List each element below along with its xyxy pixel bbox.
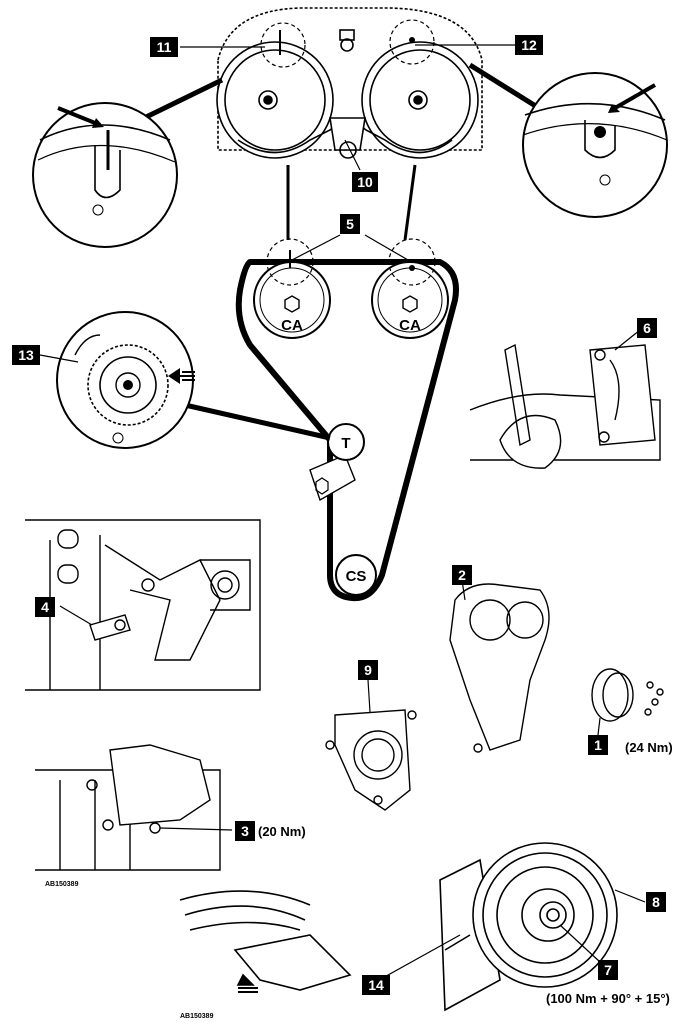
svg-text:14: 14 (368, 977, 384, 993)
timing-mark-circle-11 (260, 22, 306, 68)
callout-5: 5 (340, 214, 360, 234)
tensioner-label: T (341, 435, 350, 452)
timing-mark-circle-12 (389, 19, 435, 65)
torque-7: (100 Nm + 90° + 15°) (546, 991, 670, 1006)
callout-7: 7 (598, 960, 618, 980)
cam-pulley-right: CA (371, 261, 449, 339)
tensioner-pulley: T (309, 423, 365, 502)
camshaft-assembly (216, 7, 483, 159)
part-8-crank-pulley (439, 842, 618, 1012)
callout-3: 3 (235, 821, 255, 841)
svg-text:6: 6 (643, 320, 651, 336)
torque-1: (24 Nm) (625, 740, 673, 755)
svg-text:11: 11 (157, 39, 172, 55)
part-9-tensioner (325, 709, 417, 811)
svg-text:4: 4 (41, 599, 49, 615)
svg-text:13: 13 (18, 347, 34, 363)
timing-belt (235, 259, 459, 602)
svg-text:8: 8 (652, 894, 660, 910)
svg-text:5: 5 (346, 216, 354, 232)
crank-pulley: CS (335, 554, 377, 596)
cam-label-right: CA (399, 317, 421, 334)
callout-10: 10 (352, 172, 378, 192)
torque-3: (20 Nm) (258, 824, 306, 839)
ref-code-1: AB150389 (45, 881, 79, 888)
svg-text:3: 3 (241, 823, 249, 839)
magnifier-tensioner (56, 311, 331, 449)
callout-8: 8 (646, 892, 666, 912)
svg-text:10: 10 (357, 174, 373, 190)
cam-label-left: CA (281, 317, 303, 334)
svg-text:9: 9 (364, 662, 372, 678)
callout-6: 6 (637, 318, 657, 338)
crank-label: CS (346, 568, 367, 585)
svg-text:1: 1 (594, 737, 602, 753)
part-6-bracket (469, 343, 661, 469)
callout-14: 14 (362, 975, 390, 995)
magnifier-left (32, 77, 224, 248)
callout-12: 12 (515, 35, 543, 55)
part-14-tool (179, 890, 352, 993)
part-2-cover (449, 583, 550, 753)
cam-pulley-left: CA (253, 261, 331, 339)
leader-lines (39, 44, 646, 986)
callout-13: 13 (12, 345, 40, 365)
svg-text:12: 12 (521, 37, 537, 53)
part-3-bracket (35, 744, 221, 871)
part-4-mount (25, 519, 261, 691)
svg-text:7: 7 (604, 962, 612, 978)
callout-1: 1 (588, 735, 608, 755)
svg-text:2: 2 (458, 567, 466, 583)
callout-2: 2 (452, 565, 472, 585)
ref-code-2: AB150389 (180, 1013, 214, 1020)
part-1-idler (591, 668, 664, 722)
callout-4: 4 (35, 597, 55, 617)
callout-11: 11 (150, 37, 178, 57)
magnifier-right (468, 62, 668, 218)
callout-9: 9 (358, 660, 378, 680)
